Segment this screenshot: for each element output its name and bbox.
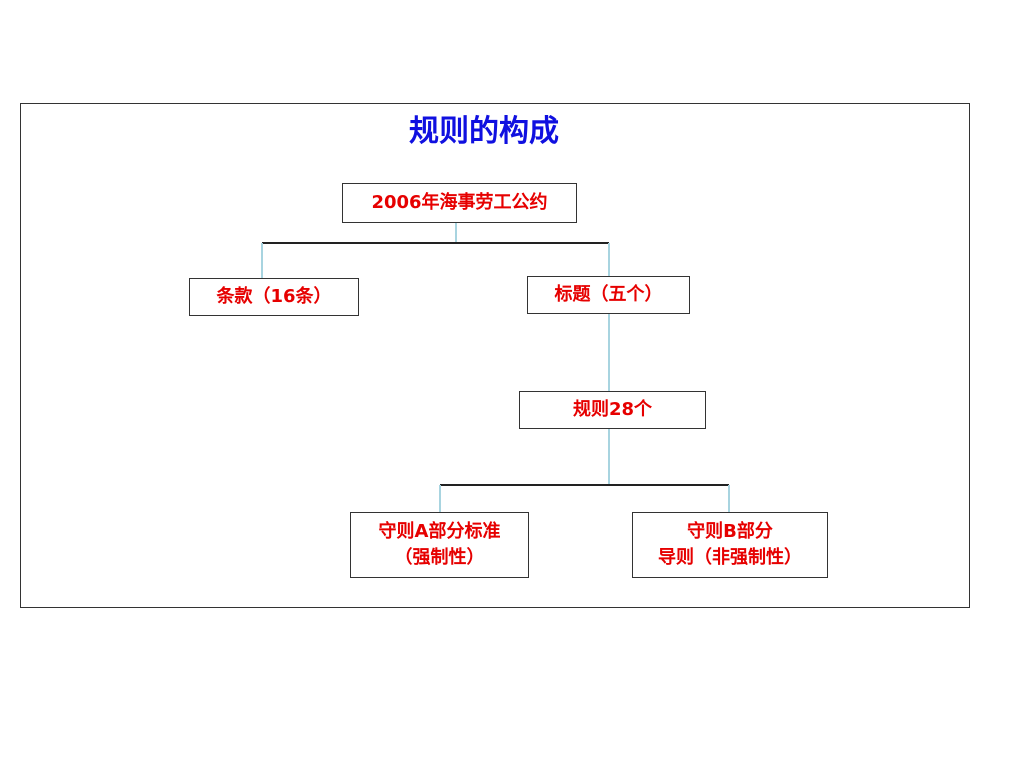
node-part-a-line2: （强制性） bbox=[394, 547, 485, 568]
node-rules: 规则28个 bbox=[519, 391, 706, 429]
node-part-b: 守则B部分 导则（非强制性） bbox=[632, 512, 828, 578]
node-part-a: 守则A部分标准 （强制性） bbox=[350, 512, 529, 578]
node-titles-label: 标题（五个） bbox=[554, 284, 663, 305]
node-titles: 标题（五个） bbox=[527, 276, 690, 314]
node-rules-label: 规则28个 bbox=[572, 399, 653, 420]
node-part-b-line1: 守则B部分 bbox=[687, 521, 773, 542]
diagram-frame bbox=[20, 103, 970, 608]
diagram-title: 规则的构成 bbox=[0, 112, 1024, 152]
node-clauses-label: 条款（16条） bbox=[216, 286, 332, 307]
node-root: 2006年海事劳工公约 bbox=[342, 183, 577, 223]
node-clauses: 条款（16条） bbox=[189, 278, 359, 316]
node-part-b-line2: 导则（非强制性） bbox=[658, 547, 802, 568]
title-text: 规则的构成 bbox=[409, 114, 559, 149]
node-part-a-line1: 守则A部分标准 bbox=[378, 521, 501, 542]
node-root-label: 2006年海事劳工公约 bbox=[371, 192, 548, 213]
